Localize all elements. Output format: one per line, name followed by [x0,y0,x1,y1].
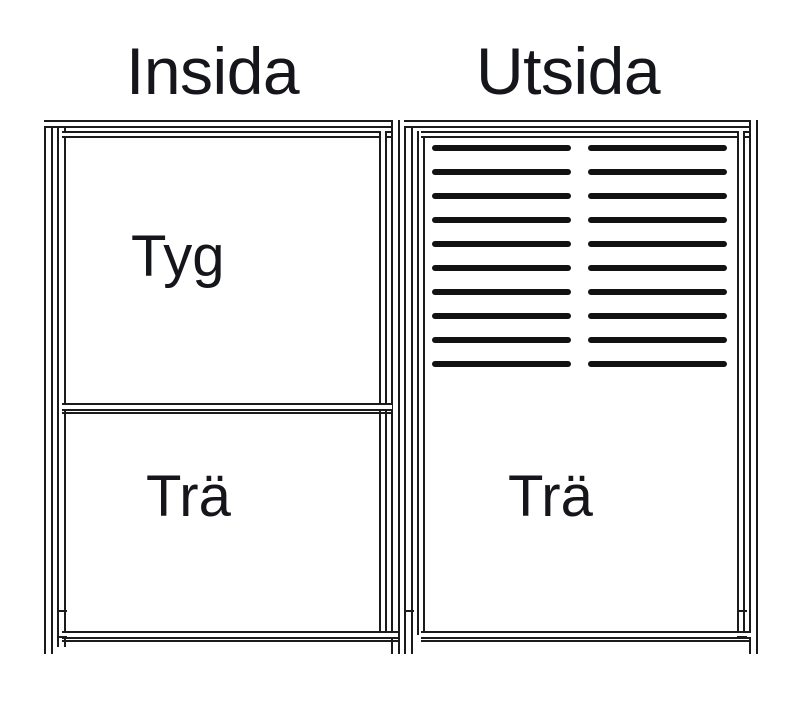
louver-slat [432,193,571,199]
left-panel-outer-post [44,120,53,654]
right-panel-left-post-outer [404,120,413,654]
louver-slat [588,217,727,223]
left-panel-mid-rail [62,403,392,411]
right-panel-foot-notch-right [737,610,747,612]
right-panel-foot-notch-right-lower [737,636,747,638]
left-panel-upper-label: Tyg [131,224,225,289]
left-panel-inner-post [57,127,66,647]
heading-insida: Insida [126,34,300,108]
louver-slat [432,313,571,319]
right-panel-bottom-rail-shadow [421,640,751,642]
louver-slat [588,193,727,199]
louver-slat [432,169,571,175]
louver-slat [588,169,727,175]
right-panel-top-rail-inner [421,131,749,138]
heading-utsida: Utsida [476,34,661,108]
louver-slat [588,361,727,367]
right-panel-right-post-outer [749,120,758,654]
louver-slat [432,289,571,295]
louver-slat [588,289,727,295]
left-panel-foot-notch-inner [57,636,67,638]
louver-slat [432,217,571,223]
louver-slat [588,145,727,151]
right-panel-left-post-inner [417,131,425,635]
louver-slat [432,241,571,247]
right-panel-lower-label: Trä [508,464,593,529]
right-panel-top-rail-outer [404,120,758,128]
left-panel-lower-label: Trä [146,464,231,529]
left-panel-top-rail-inner [62,131,400,138]
left-panel-right-post-inner [379,131,387,635]
right-panel-foot-notch-left [404,610,414,612]
louver-slat [432,337,571,343]
left-panel-mid-rail-shadow [62,412,392,414]
louver-slat [588,265,727,271]
left-panel-bottom-rail-shadow [62,640,398,642]
right-panel-bottom-rail [421,631,751,639]
louver-slat [588,337,727,343]
left-panel-bottom-rail [62,631,398,639]
louver-slat [432,145,571,151]
louver-slat [588,313,727,319]
louver-slat [432,265,571,271]
left-panel-foot-notch-outer [57,610,67,612]
louver-slat [588,241,727,247]
right-panel-right-post-inner [737,131,745,635]
louver-slat [432,361,571,367]
left-panel-right-post-outer [391,120,400,654]
left-panel-top-rail-outer [44,120,400,128]
